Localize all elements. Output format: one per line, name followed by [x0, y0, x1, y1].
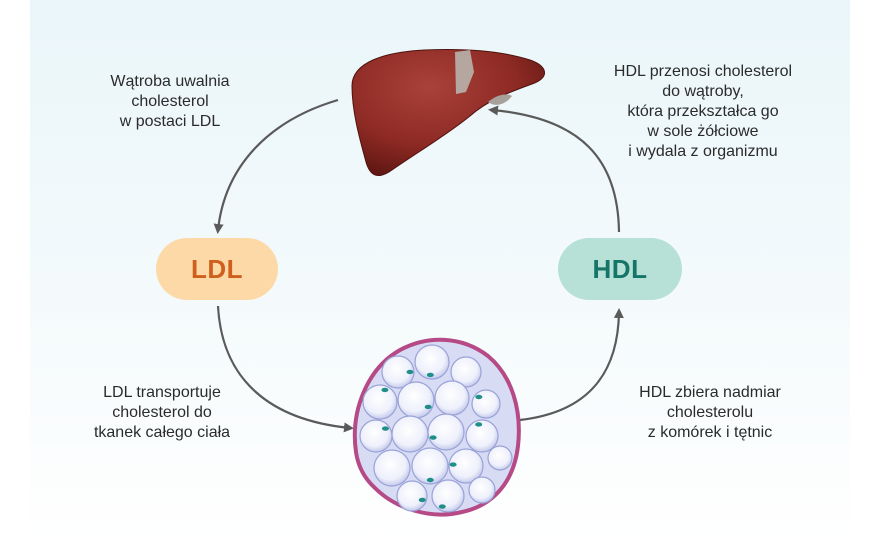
cell-nucleus: [449, 462, 457, 467]
label-hdl-to-liver: HDL przenosi cholesterol do wątroby, któ…: [613, 63, 793, 160]
cell-nucleus: [426, 372, 434, 378]
ldl-node: LDL: [156, 238, 278, 300]
adipocyte-cell: [396, 480, 428, 512]
adipocyte-cell: [468, 476, 496, 504]
adipocyte-cell: [381, 355, 415, 389]
cell-nucleus: [418, 497, 426, 503]
arrow-ldl-to-tissue: [216, 305, 354, 433]
adipocyte-cell: [448, 448, 484, 484]
cell-nucleus: [426, 477, 434, 483]
adipocyte-cell: [471, 389, 501, 419]
adipocyte-cell: [465, 419, 499, 453]
hdl-node: HDL: [558, 238, 682, 300]
adipocyte-cell: [427, 413, 465, 451]
label-liver-releases-ldl: Wątroba uwalnia cholesterol w postaci LD…: [110, 73, 230, 130]
adipocyte-cell: [391, 415, 429, 453]
adipocyte-cell: [362, 384, 398, 420]
adipocyte-cell: [414, 344, 450, 380]
liver-icon: [351, 48, 545, 177]
cell-nucleus: [381, 426, 389, 431]
adipocyte-cell: [373, 449, 411, 487]
adipocyte-cell: [487, 445, 513, 471]
adipocyte-cell: [431, 479, 465, 513]
label-hdl-collects: HDL zbiera nadmiar cholesterolu z komóre…: [639, 384, 781, 441]
adipocyte-cell: [397, 381, 435, 419]
arrow-liver-to-ldl: [213, 98, 339, 234]
cell-nucleus: [438, 504, 446, 509]
cell-nucleus: [424, 404, 432, 410]
cell-nucleus: [406, 369, 414, 375]
cell-nucleus: [475, 394, 483, 400]
arrow-hdl-to-liver: [488, 105, 621, 233]
adipocyte-cell: [359, 419, 393, 453]
adipocyte-cell: [411, 447, 449, 485]
arrow-tissue-to-hdl: [519, 308, 624, 422]
label-ldl-transport: LDL transportuje cholesterol do tkanek c…: [93, 384, 231, 441]
adipocyte-cell: [434, 380, 470, 416]
cell-nucleus: [475, 422, 483, 427]
adipocyte-cell: [450, 356, 482, 388]
cell-nucleus: [429, 435, 437, 440]
cell-nucleus: [381, 387, 389, 393]
adipose-tissue-icon: [352, 337, 521, 517]
